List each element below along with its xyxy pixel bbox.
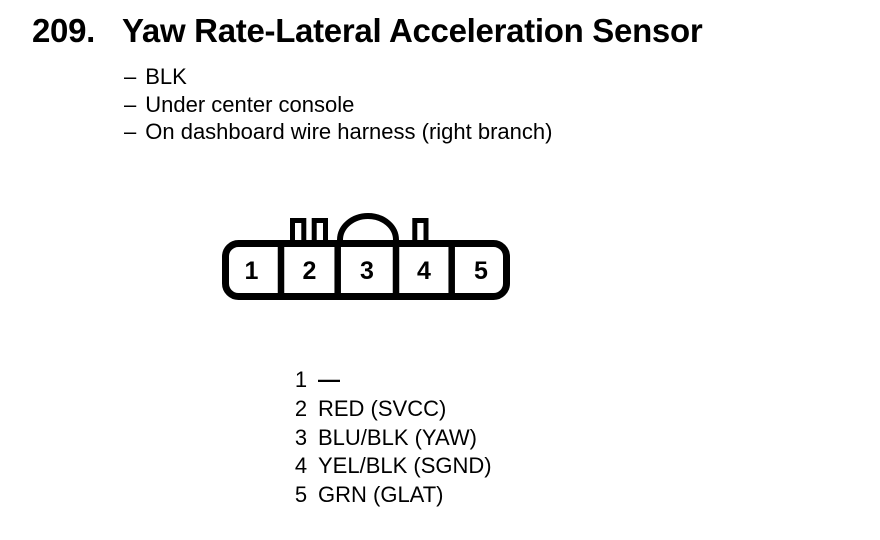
- section-number: 209.: [32, 12, 96, 49]
- pin-number: 4: [417, 257, 431, 285]
- pin-legend-number: 2: [294, 395, 308, 421]
- pin-legend-label: YEL/BLK (SGND): [318, 453, 492, 479]
- dash-bullet: –: [124, 119, 137, 144]
- pin-legend-row: 4 YEL/BLK (SGND): [294, 452, 492, 481]
- pin-legend-label: BLU/BLK (YAW): [318, 424, 477, 450]
- note-item: – On dashboard wire harness (right branc…: [124, 118, 552, 146]
- connector-tab-icon: [290, 218, 307, 243]
- connector-body: [222, 240, 510, 300]
- connector-tab-icon: [412, 218, 429, 243]
- dash-bullet: –: [124, 64, 137, 89]
- note-item: – BLK: [124, 63, 552, 91]
- pin-legend-row: 3 BLU/BLK (YAW): [294, 424, 492, 453]
- connector-tab-icon: [311, 218, 328, 243]
- pin-legend-number: 5: [294, 482, 308, 508]
- connector-diagram: 1 2 3 4 5: [195, 200, 535, 312]
- pin-legend-row: 2 RED (SVCC): [294, 395, 492, 424]
- page-title: Yaw Rate-Lateral Acceleration Sensor: [122, 12, 703, 49]
- pin-legend-label: RED (SVCC): [318, 395, 447, 421]
- pin-number: 5: [474, 257, 488, 285]
- note-text: On dashboard wire harness (right branch): [145, 119, 553, 144]
- pin-number: 3: [360, 257, 374, 285]
- pin-legend-row: 5 GRN (GLAT): [294, 481, 492, 510]
- pin-number: 1: [245, 257, 259, 285]
- pin-legend-row: 1 —: [294, 366, 492, 395]
- note-text: Under center console: [145, 91, 355, 117]
- pin-legend-number: 3: [294, 424, 308, 450]
- pin-legend-number: 1: [294, 367, 308, 392]
- note-item: – Under center console: [124, 91, 552, 119]
- pin-number: 2: [303, 257, 317, 285]
- notes-list: – BLK – Under center console – On dashbo…: [124, 63, 552, 146]
- pin-legend-label: —: [318, 367, 341, 392]
- dash-bullet: –: [124, 91, 137, 117]
- pin-legend: 1 — 2 RED (SVCC) 3 BLU/BLK (YAW) 4 YEL/B…: [294, 366, 492, 510]
- pin-legend-label: GRN (GLAT): [318, 482, 444, 508]
- pin-legend-number: 4: [294, 453, 308, 479]
- note-text: BLK: [145, 64, 187, 89]
- connector-keyway-arc: [337, 213, 399, 241]
